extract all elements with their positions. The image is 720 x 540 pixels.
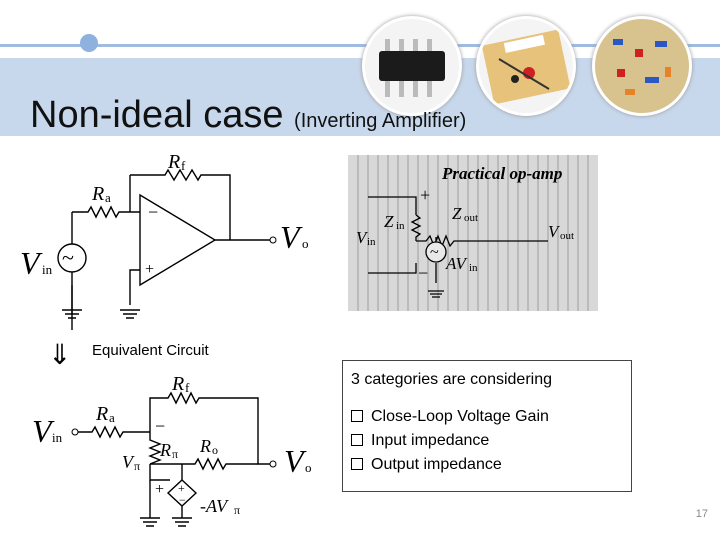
eq-rf-label: R xyxy=(171,373,184,395)
eq-vin-subscript: in xyxy=(52,430,63,445)
eq-ro-subscript: o xyxy=(212,443,218,457)
list-item: Output impedance xyxy=(351,453,549,477)
ra-label: R xyxy=(91,183,104,205)
eq-rf-subscript: f xyxy=(185,380,190,395)
decorative-dot xyxy=(80,34,98,52)
eq-vin-label: V xyxy=(32,413,55,449)
practical-vout-label: V xyxy=(548,222,561,241)
eq-ra-subscript: a xyxy=(109,410,115,425)
practical-zout-label: Z xyxy=(452,204,462,223)
down-arrow-icon: ⇓ xyxy=(48,339,72,370)
inverting-amplifier-circuit: ~ − + R f R a V o V in xyxy=(20,151,309,330)
op-amp-chip-photo xyxy=(362,16,462,116)
practical-minus: − xyxy=(418,263,428,283)
vin-subscript: in xyxy=(42,262,53,277)
eq-gain-subscript: π xyxy=(234,503,240,517)
practical-plus: + xyxy=(420,185,430,205)
practical-zin-label: Z xyxy=(384,212,394,231)
eq-rpi-subscript: π xyxy=(172,447,178,461)
source-minus-sign: − xyxy=(179,493,186,507)
minus-sign: − xyxy=(148,202,158,222)
practical-zout-subscript: out xyxy=(464,212,478,224)
breadboard-photo xyxy=(476,16,576,116)
checkbox-bullet-icon xyxy=(351,410,363,422)
source-plus-sign: + xyxy=(178,481,185,495)
categories-box: 3 categories are considering Close-Loop … xyxy=(342,360,632,492)
equivalent-circuit-label: Equivalent Circuit xyxy=(92,342,209,359)
list-item: Close-Loop Voltage Gain xyxy=(351,405,549,429)
practical-av-subscript: in xyxy=(469,262,478,274)
vo-label: V xyxy=(280,219,303,255)
practical-vout-subscript: out xyxy=(560,230,574,242)
checkbox-bullet-icon xyxy=(351,434,363,446)
practical-op-amp-diagram: ~ Practical op-amp + − V in Z in Z out V… xyxy=(348,155,598,311)
eq-vpi-label: V xyxy=(122,452,135,472)
categories-list: Close-Loop Voltage Gain Input impedance … xyxy=(351,405,549,477)
vpi-minus-sign: − xyxy=(155,416,165,436)
circuit-board-photo xyxy=(592,16,692,116)
practical-heading: Practical op-amp xyxy=(441,164,562,183)
header-stripe xyxy=(0,44,720,47)
list-item: Input impedance xyxy=(351,429,549,453)
categories-header: 3 categories are considering xyxy=(351,371,553,388)
eq-ro-label: R xyxy=(199,436,211,456)
source-symbol: ~ xyxy=(62,245,74,270)
eq-vo-label: V xyxy=(284,443,307,479)
vin-label: V xyxy=(20,245,43,281)
equivalent-circuit-diagram: + − − + R f R a V in V π R π R o V o -AV… xyxy=(32,373,312,527)
vpi-plus-sign: + xyxy=(155,481,164,498)
eq-vo-subscript: o xyxy=(305,460,312,475)
practical-zin-subscript: in xyxy=(396,220,405,232)
practical-av-label: AV xyxy=(445,254,469,273)
rf-label: R xyxy=(167,151,180,173)
slide-title: Non-ideal case (Inverting Amplifier) xyxy=(30,94,467,136)
ra-subscript: a xyxy=(105,190,111,205)
checkbox-bullet-icon xyxy=(351,458,363,470)
rf-subscript: f xyxy=(181,158,186,173)
slide-subtitle: (Inverting Amplifier) xyxy=(294,110,467,132)
ac-source-symbol: ~ xyxy=(430,244,439,261)
vo-subscript: o xyxy=(302,236,309,251)
plus-sign: + xyxy=(145,261,154,278)
slide-number: 17 xyxy=(695,508,708,520)
practical-vin-label: V xyxy=(356,228,369,247)
eq-gain-label: -AV xyxy=(200,496,229,516)
eq-vpi-subscript: π xyxy=(134,459,140,473)
eq-rpi-label: R xyxy=(159,440,171,460)
eq-ra-label: R xyxy=(95,403,108,425)
practical-vin-subscript: in xyxy=(367,236,376,248)
